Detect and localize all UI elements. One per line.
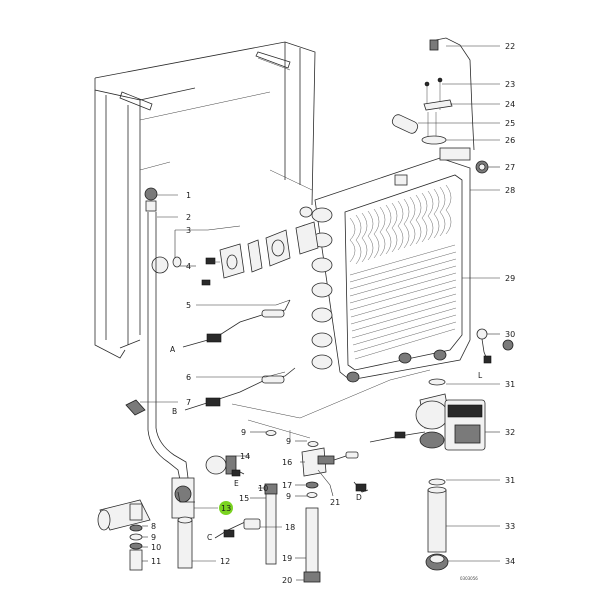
callout-21: 21 xyxy=(330,498,340,507)
callout-4: 4 xyxy=(186,262,191,271)
exchanger-outlet-connector xyxy=(346,371,360,383)
heat-exchanger xyxy=(299,147,471,383)
callout-32: 32 xyxy=(505,428,515,437)
callout-26: 26 xyxy=(505,136,515,145)
callout-9-lower: 9 xyxy=(286,492,291,501)
callout-2: 2 xyxy=(186,213,191,222)
heat-exchanger-fins xyxy=(349,184,457,360)
callout-15: 15 xyxy=(239,494,249,503)
exchanger-side-connector xyxy=(433,349,447,361)
ring-17 xyxy=(305,481,319,489)
callout-6: 6 xyxy=(186,373,191,382)
callout-13: 13 xyxy=(221,504,231,513)
heat-exchanger-tube-bends xyxy=(299,206,333,370)
electrode-sleeve xyxy=(391,114,419,134)
callout-17: 17 xyxy=(282,481,292,490)
callout-10-centre: 10 xyxy=(258,484,268,493)
washer-9b xyxy=(307,441,319,447)
clip-18 xyxy=(243,518,261,530)
callout-labels: 1 2 3 4 5 6 7 8 9 10 11 12 13 14 15 16 1… xyxy=(151,42,515,585)
connector-letter-c: C xyxy=(207,533,212,542)
electrode-bracket xyxy=(423,99,453,111)
clip-7 xyxy=(125,399,146,416)
ignition-electrode-assembly xyxy=(391,37,489,174)
callout-3: 3 xyxy=(186,226,191,235)
exchanger-top-fitting xyxy=(394,174,408,186)
pipe-33 xyxy=(427,489,447,553)
callout-10: 10 xyxy=(151,543,161,552)
o-ring-4 xyxy=(151,256,169,274)
connector-letter-l: L xyxy=(478,371,483,380)
centre-fittings xyxy=(231,369,431,583)
pump-assembly xyxy=(369,328,514,571)
callout-18: 18 xyxy=(285,523,295,532)
bypass-valve-16 xyxy=(301,447,327,477)
callout-34: 34 xyxy=(505,557,515,566)
electrode-cable-plug xyxy=(429,39,439,51)
callout-9-centre-left: 9 xyxy=(241,428,246,437)
callout-19: 19 xyxy=(282,554,292,563)
callout-31-top: 31 xyxy=(505,380,515,389)
connector-d-plug xyxy=(355,483,367,492)
sensor-probe-5 xyxy=(261,309,285,318)
callout-23: 23 xyxy=(505,80,515,89)
electrode-gasket xyxy=(421,135,447,145)
callout-30: 30 xyxy=(505,330,515,339)
connector-l-plug xyxy=(483,355,492,364)
connector-a-plug xyxy=(206,333,222,343)
callout-11: 11 xyxy=(151,557,161,566)
nut-20 xyxy=(303,571,321,583)
pipe-12 xyxy=(177,519,193,569)
callout-24: 24 xyxy=(505,100,515,109)
screw-23a xyxy=(424,81,430,87)
pipe-15 xyxy=(265,493,277,565)
washer-9c xyxy=(306,492,318,498)
pipe-11 xyxy=(129,549,143,571)
callout-20: 20 xyxy=(282,576,292,585)
pump-volute xyxy=(415,400,449,430)
callout-9-centre-right: 9 xyxy=(286,437,291,446)
callout-12: 12 xyxy=(220,557,230,566)
screw-23b xyxy=(437,77,443,83)
callout-16: 16 xyxy=(282,458,292,467)
callout-29: 29 xyxy=(505,274,515,283)
callout-27: 27 xyxy=(505,163,515,172)
connector-c-plug xyxy=(223,529,235,538)
air-vent-cap xyxy=(144,187,158,201)
callout-9-left: 9 xyxy=(151,533,156,542)
exchanger-return-connector xyxy=(398,352,412,364)
o-ring-31b xyxy=(428,478,446,486)
sensor-30 xyxy=(476,328,488,340)
flow-bracket-parts xyxy=(151,221,319,411)
leader-lines xyxy=(140,45,500,581)
callout-1: 1 xyxy=(186,191,191,200)
callout-31-bottom: 31 xyxy=(505,476,515,485)
part-13-highlight xyxy=(219,501,233,515)
o-ring-31a xyxy=(428,378,446,386)
callout-7: 7 xyxy=(186,398,191,407)
connector-b-plug xyxy=(205,397,221,407)
callout-5: 5 xyxy=(186,301,191,310)
callout-8: 8 xyxy=(151,522,156,531)
connector-letters: A B C D E L xyxy=(170,345,483,542)
connector-letter-d: D xyxy=(356,493,362,502)
callout-14: 14 xyxy=(240,452,250,461)
left-pipework xyxy=(97,187,261,571)
connector-letter-a: A xyxy=(170,345,176,354)
connector-letter-b: B xyxy=(172,407,177,416)
boiler-casing-frame xyxy=(94,41,316,359)
callout-22: 22 xyxy=(505,42,515,51)
pressure-sensor-14 xyxy=(205,455,227,475)
callout-25: 25 xyxy=(505,119,515,128)
drawing-code: 0303056 xyxy=(460,576,478,581)
washer-9a xyxy=(265,430,277,436)
connector-letter-e: E xyxy=(234,479,239,488)
sensor-probe-6 xyxy=(261,375,285,384)
exchanger-top-bracket xyxy=(439,147,471,161)
callout-33: 33 xyxy=(505,522,515,531)
callout-28: 28 xyxy=(505,186,515,195)
pipe-19 xyxy=(305,507,319,573)
connector-e-plug xyxy=(231,469,241,477)
